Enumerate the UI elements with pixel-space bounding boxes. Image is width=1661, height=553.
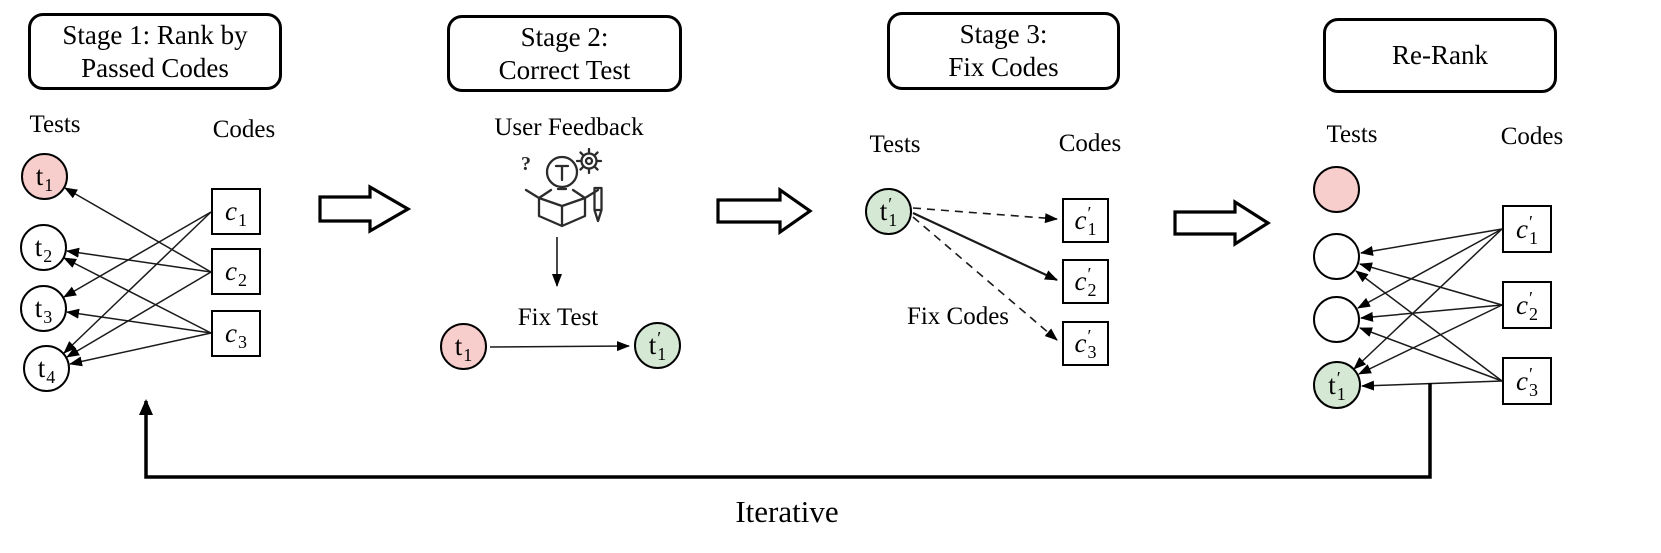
stage3-code-node-c3-prime: c′3 — [1062, 321, 1109, 366]
stage1-edges — [63, 187, 212, 367]
node-label: c — [225, 318, 237, 348]
node-label: t — [454, 331, 463, 361]
stage2-box: Stage 2: Correct Test — [447, 15, 682, 92]
node-label: t — [37, 353, 46, 383]
big-arrow-2 — [716, 186, 813, 236]
stage-transition-arrows — [318, 184, 1271, 247]
rerank-edges — [1353, 228, 1503, 391]
node-label: c — [1516, 289, 1528, 320]
node-label: t — [34, 293, 43, 323]
node-label: c — [1074, 205, 1087, 235]
stage3-test-node-t1-prime: t′1 — [865, 188, 912, 235]
stage3-codes-label: Codes — [1058, 130, 1122, 157]
node-label: c — [225, 196, 237, 226]
stage1-tests-label: Tests — [29, 111, 81, 138]
stage1-title-line2: Passed Codes — [81, 52, 229, 83]
stage2-title-line1: Stage 2: — [520, 21, 609, 52]
node-label: t — [34, 232, 43, 262]
stage3-box: Stage 3: Fix Codes — [887, 12, 1120, 90]
rerank-box: Re-Rank — [1323, 18, 1557, 93]
rerank-test-node-t1-prime: t′1 — [1313, 361, 1361, 409]
rerank-code-node-c3-prime: c′3 — [1502, 357, 1552, 405]
fix-test-label: Fix Test — [517, 304, 599, 331]
rerank-code-node-c1-prime: c′1 — [1502, 205, 1552, 253]
rerank-tests-label: Tests — [1326, 121, 1378, 148]
node-label: c — [1074, 328, 1087, 358]
stage1-codes-label: Codes — [212, 116, 276, 143]
stage3-tests-label: Tests — [869, 131, 921, 158]
iterative-loop-arrow — [139, 383, 1432, 479]
node-label: c — [225, 256, 237, 286]
stage3-code-node-c2-prime: c′2 — [1062, 259, 1109, 304]
stage3-code-node-c1-prime: c′1 — [1062, 198, 1109, 243]
rerank-title: Re-Rank — [1392, 40, 1488, 71]
user-feedback-label: User Feedback — [494, 114, 644, 141]
node-label: t — [648, 330, 657, 360]
stage3-title-line1: Stage 3: — [959, 19, 1048, 50]
stage1-title-line1: Stage 1: Rank by — [62, 19, 248, 50]
rerank-codes-label: Codes — [1500, 123, 1564, 150]
big-arrow-3 — [1173, 199, 1271, 247]
rerank-code-node-c2-prime: c′2 — [1502, 281, 1552, 329]
rerank-test-node-2 — [1313, 233, 1360, 280]
node-label: t — [1328, 369, 1336, 400]
stage2-title-line2: Correct Test — [498, 54, 631, 85]
stage2-test-node-t1-prime: t′1 — [634, 322, 681, 369]
stage1-box: Stage 1: Rank by Passed Codes — [28, 13, 282, 90]
rerank-test-node-3 — [1313, 296, 1360, 343]
node-label: c — [1516, 365, 1528, 396]
stage3-title-line2: Fix Codes — [948, 52, 1059, 82]
node-label: t — [879, 196, 888, 226]
node-label: c — [1516, 213, 1528, 244]
fix-codes-label: Fix Codes — [906, 303, 1010, 330]
big-arrow-1 — [318, 184, 412, 234]
node-label: c — [1074, 266, 1087, 296]
rerank-test-node-1 — [1313, 166, 1360, 213]
feedback-box-icon: ? — [519, 147, 603, 232]
fix-test-arrow — [489, 341, 630, 352]
iterative-label: Iterative — [735, 494, 839, 529]
svg-text:?: ? — [521, 153, 531, 175]
node-label: t — [35, 161, 44, 191]
